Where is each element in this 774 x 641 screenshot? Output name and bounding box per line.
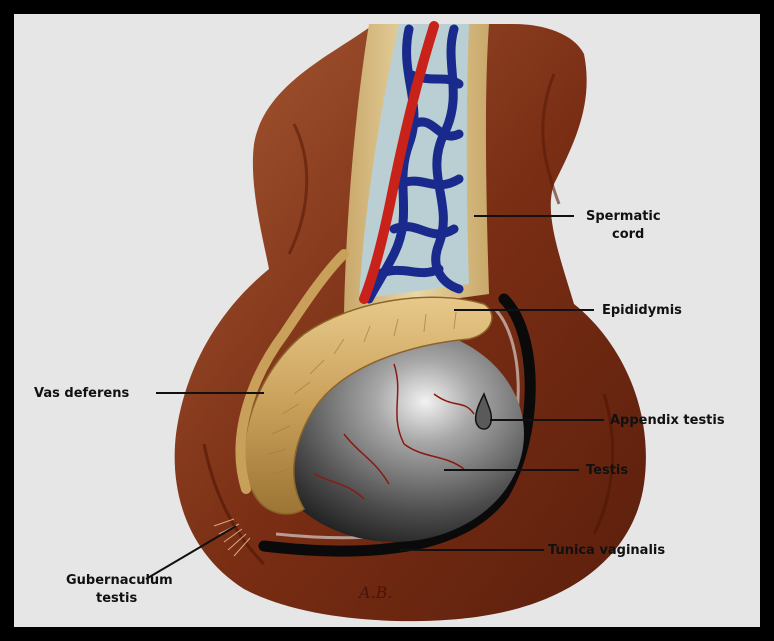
label-gubernaculum-line1: Gubernaculum	[66, 573, 173, 588]
label-spermatic-cord-line2: cord	[612, 227, 644, 242]
label-epididymis: Epididymis	[602, 303, 682, 318]
label-gubernaculum-line2: testis	[96, 591, 137, 606]
label-testis: Testis	[586, 463, 628, 478]
artist-signature: A.B.	[357, 583, 392, 602]
label-vas-deferens: Vas deferens	[34, 386, 129, 401]
label-tunica-vaginalis: Tunica vaginalis	[548, 543, 665, 558]
label-appendix-testis: Appendix testis	[610, 413, 725, 428]
label-spermatic-cord-line1: Spermatic	[586, 209, 661, 224]
anatomy-illustration: Spermatic cord Epididymis Vas deferens A…	[14, 14, 760, 627]
illustration-canvas: Spermatic cord Epididymis Vas deferens A…	[14, 14, 760, 627]
